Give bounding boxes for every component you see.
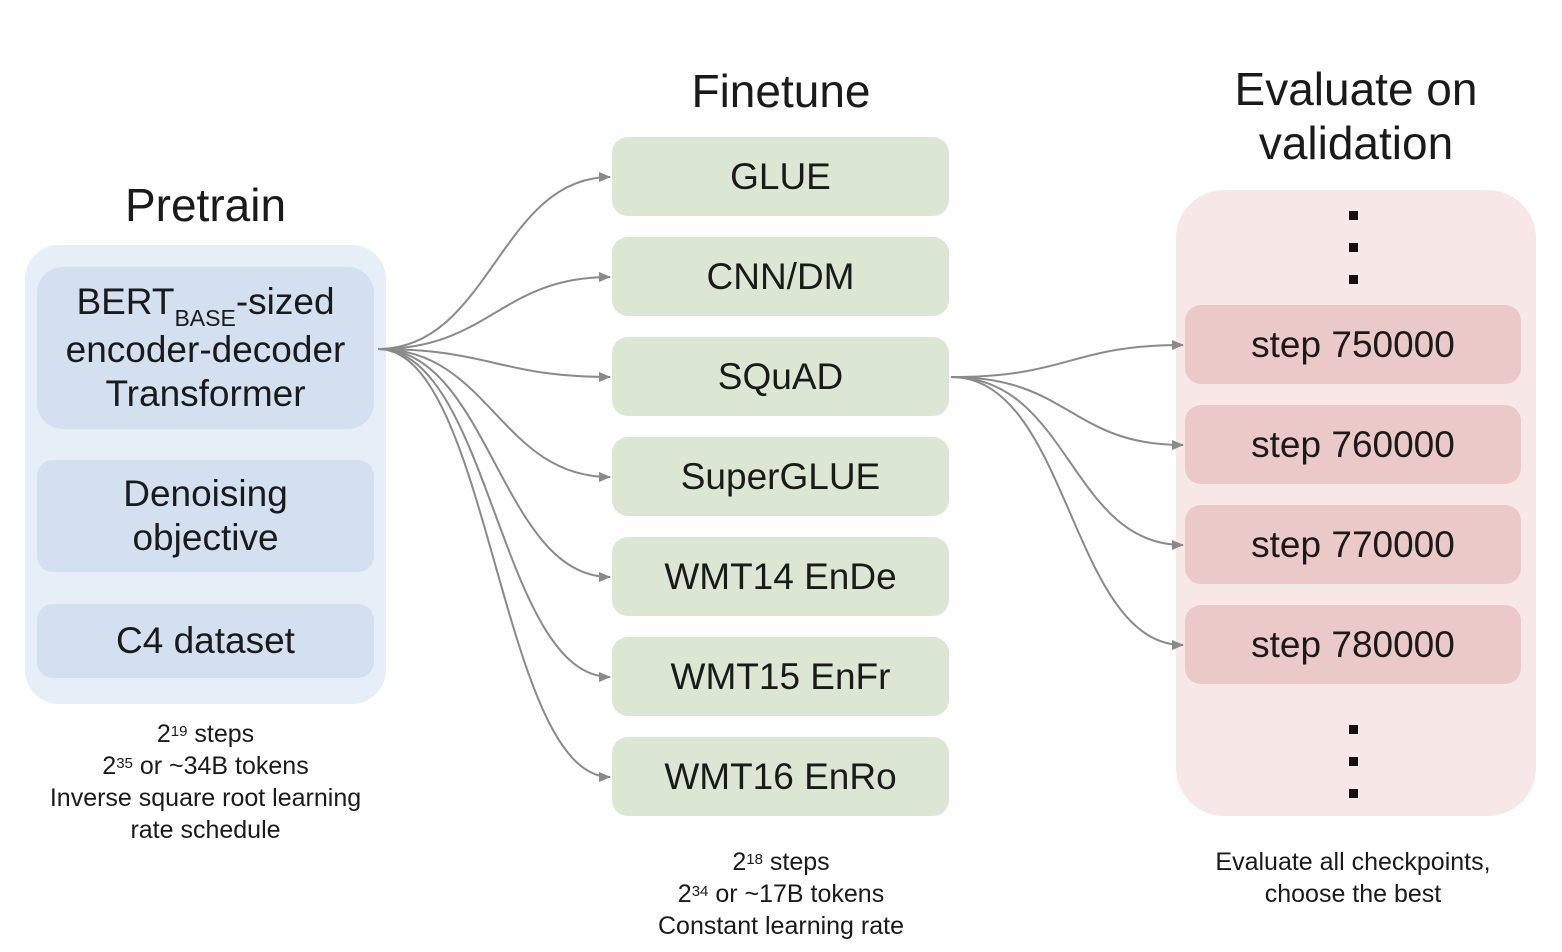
model-box: BERTBASE-sized encoder-decoder Transform… xyxy=(37,267,374,429)
pretrain-title: Pretrain xyxy=(124,179,287,231)
ellipsis-dot-top-3 xyxy=(1349,275,1358,284)
arrow-pretrain-to-cnn-dm xyxy=(377,272,611,350)
task-box-squad: SQuAD xyxy=(612,337,949,416)
pretrain-caption-line4: rate schedule xyxy=(130,816,281,844)
ellipsis-dot-top-1 xyxy=(1349,211,1358,220)
evaluate-panel xyxy=(1176,190,1536,816)
evaluate-caption: Evaluate all checkpoints, choose the bes… xyxy=(1176,846,1530,910)
evaluate-title-line1: Evaluate on xyxy=(1234,63,1478,115)
model-line3: Transformer xyxy=(105,373,306,414)
pretrain-tokens: 235 or ~34B tokens xyxy=(102,752,309,780)
evaluate-caption-line2: choose the best xyxy=(1264,880,1442,908)
ellipsis-dot-bottom-3 xyxy=(1349,789,1358,798)
ellipsis-dot-bottom-1 xyxy=(1349,725,1358,734)
finetune-caption-line3: Constant learning rate xyxy=(658,912,904,940)
model-line1: BERTBASE-sized xyxy=(76,281,335,331)
task-box-superglue: SuperGLUE xyxy=(612,437,949,516)
arrow-pretrain-to-wmt14-ende xyxy=(377,348,611,582)
finetune-caption: 218 steps 234 or ~17B tokens Constant le… xyxy=(612,846,950,942)
checkpoint-box-770000: step 770000 xyxy=(1185,505,1521,584)
checkpoint-box-750000: step 750000 xyxy=(1185,305,1521,384)
arrow-pretrain-to-glue xyxy=(377,172,611,350)
pretrain-caption: 219 steps 235 or ~34B tokens Inverse squ… xyxy=(25,718,386,846)
checkpoint-box-760000: step 760000 xyxy=(1185,405,1521,484)
checkpoint-box-780000: step 780000 xyxy=(1185,605,1521,684)
finetune-steps: 218 steps xyxy=(732,848,830,876)
task-box-wmt16-enro: WMT16 EnRo xyxy=(612,737,949,816)
evaluate-title: Evaluate on validation xyxy=(1176,62,1536,170)
pretrain-steps: 219 steps xyxy=(156,720,255,748)
model-line2: encoder-decoder xyxy=(65,329,346,370)
arrow-squad-to-step-750000 xyxy=(950,340,1184,378)
task-box-glue: GLUE xyxy=(612,137,949,216)
dataset-box: C4 dataset xyxy=(37,604,374,678)
pretrain-caption-line3: Inverse square root learning xyxy=(49,784,362,812)
objective-box: Denoising objective xyxy=(37,460,374,572)
ellipsis-dot-bottom-2 xyxy=(1349,757,1358,766)
task-box-wmt14-ende: WMT14 EnDe xyxy=(612,537,949,616)
arrow-squad-to-step-780000 xyxy=(950,376,1184,650)
objective-line2: objective xyxy=(132,517,279,558)
model-base-subscript: BASE xyxy=(174,305,236,331)
arrow-pretrain-to-wmt15-enfr xyxy=(377,348,611,682)
finetune-tokens: 234 or ~17B tokens xyxy=(677,880,885,908)
ellipsis-dot-top-2 xyxy=(1349,243,1358,252)
task-box-cnn-dm: CNN/DM xyxy=(612,237,949,316)
finetune-title: Finetune xyxy=(691,65,871,117)
evaluate-title-line2: validation xyxy=(1258,117,1454,169)
objective-line1: Denoising xyxy=(123,473,288,514)
arrow-squad-to-step-760000 xyxy=(950,376,1184,450)
task-box-wmt15-enfr: WMT15 EnFr xyxy=(612,637,949,716)
arrow-pretrain-to-squad xyxy=(377,348,611,382)
arrow-squad-to-step-770000 xyxy=(950,376,1184,550)
arrow-pretrain-to-wmt16-enro xyxy=(377,348,611,782)
evaluate-caption-line1: Evaluate all checkpoints, xyxy=(1215,848,1491,876)
arrow-pretrain-to-superglue xyxy=(377,348,611,482)
